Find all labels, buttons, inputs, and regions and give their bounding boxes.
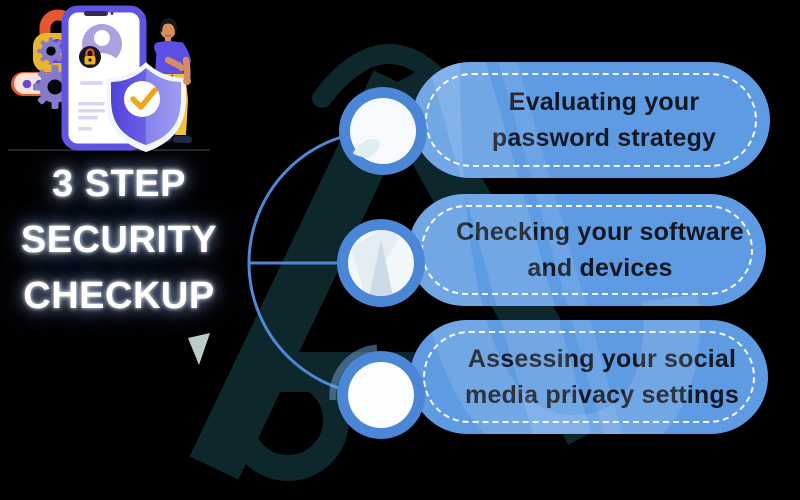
keyhole-icon	[50, 39, 64, 53]
padlock-shadow	[36, 34, 82, 73]
lock-badge-icon	[79, 46, 101, 68]
step-1-line-1: Evaluating your	[508, 88, 700, 116]
padlock-icon	[11, 9, 103, 96]
shirt	[155, 41, 184, 74]
step-3-line-1: Assessing your social	[467, 345, 737, 373]
gears-icon	[33, 37, 77, 109]
hair	[160, 18, 177, 34]
step-card-3: Assessing your social media privacy sett…	[410, 320, 768, 434]
camera-dot	[110, 12, 114, 15]
password-dots	[22, 79, 95, 89]
check-icon	[130, 87, 158, 110]
avatar-icon	[82, 24, 122, 64]
step-2-line-1: Checking your software	[456, 218, 744, 246]
step-1-text: Evaluating your password strategy	[466, 84, 716, 156]
step-3-line-2: media privacy settings	[465, 381, 739, 409]
step-2-text: Checking your software and devices	[430, 214, 744, 286]
page-title: 3 STEP SECURITY CHECKUP	[0, 156, 238, 324]
step-card-2: Checking your software and devices	[408, 194, 766, 306]
password-dots-field	[11, 72, 103, 96]
phone-shield-security-illustration	[8, 5, 210, 152]
profile-text-lines	[78, 81, 105, 131]
step-1-line-2: password strategy	[491, 124, 717, 152]
title-line-3: CHECKUP	[23, 275, 215, 317]
padlock-shackle	[39, 9, 77, 42]
person-arms	[154, 42, 191, 85]
step-3-text: Assessing your social media privacy sett…	[439, 341, 739, 413]
phone-profile-illustration	[61, 5, 147, 151]
title-line-2: SECURITY	[20, 219, 218, 261]
person-illustration	[155, 18, 192, 143]
title-line-1: 3 STEP	[52, 163, 186, 205]
three-branch-connector	[247, 129, 382, 401]
step-2-line-2: and devices	[527, 254, 673, 282]
head	[160, 23, 176, 39]
padlock-body	[33, 33, 79, 72]
phone-notch	[84, 11, 108, 16]
step-card-1: Evaluating your password strategy	[412, 62, 770, 178]
shield-check-icon	[106, 62, 186, 152]
